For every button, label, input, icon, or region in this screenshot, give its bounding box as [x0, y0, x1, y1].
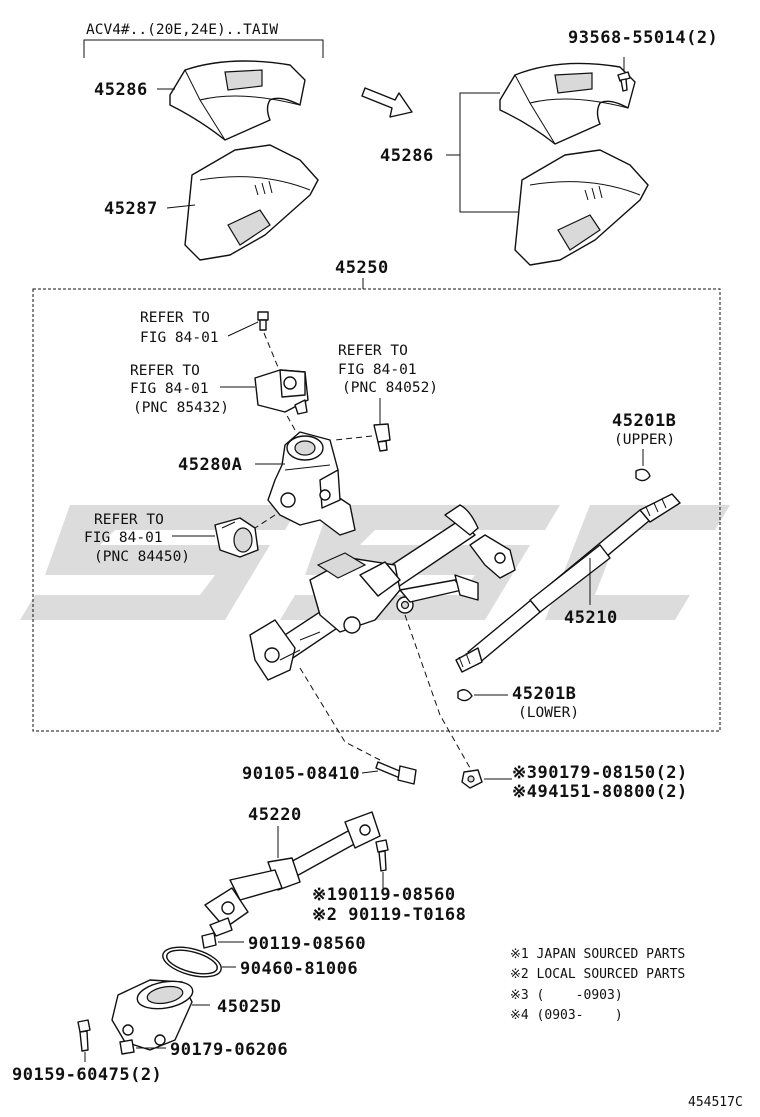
bolt-90119-08560-lower: 90119-08560 [201, 932, 366, 954]
part-number-45287: 45287 [104, 199, 158, 219]
refer-note-4: REFER TO FIG 84-01 (PNC 84450) [84, 512, 259, 565]
assembly-box-45250 [32, 288, 721, 732]
part-number-90179-08150: ※390179-08150(2) [512, 763, 688, 783]
legend-item: ※1 JAPAN SOURCED PARTS [510, 947, 685, 962]
nut-90179-06206: 90179-06206 [119, 1039, 288, 1060]
boot-seal-45025d: 45025D [111, 979, 281, 1051]
header-note: ACV4#..(20E,24E)..TAIW [86, 22, 278, 38]
upper-column-cover-left: 45286 [94, 60, 306, 141]
svg-text:FIG 84-01: FIG 84-01 [130, 381, 209, 397]
upper-note: (UPPER) [614, 432, 675, 448]
svg-text:FIG 84-01: FIG 84-01 [84, 530, 163, 546]
part-number-90179-06206: 90179-06206 [170, 1040, 288, 1060]
svg-text:REFER TO: REFER TO [140, 310, 210, 326]
part-number-45210: 45210 [564, 608, 618, 628]
cover-bracket-right: 45286 [380, 92, 518, 213]
svg-text:(PNC 84450): (PNC 84450) [94, 549, 190, 565]
legend-item: ※2 LOCAL SOURCED PARTS [510, 967, 685, 982]
part-number-90460: 90460-81006 [240, 959, 358, 979]
steering-lock-housing-45280a: 45280A [178, 411, 356, 536]
bolt-90159-60475: 90159-60475(2) [12, 1019, 162, 1085]
steering-intermediate-shaft-45220: 45220 [204, 805, 381, 937]
part-number-93568: 93568-55014(2) [568, 28, 718, 48]
clamp-90460-81006: 90460-81006 [162, 946, 358, 979]
bolt-90119-08560-upper: ※190119-08560 ※2 90119-T0168 [312, 839, 466, 925]
part-number-45201b-upper: 45201B [612, 411, 676, 431]
svg-text:REFER TO: REFER TO [338, 343, 408, 359]
lower-note: (LOWER) [518, 705, 579, 721]
part-number-90119-t0168: ※2 90119-T0168 [312, 905, 466, 925]
part-number-94151: ※494151-80800(2) [512, 782, 688, 802]
svg-text:FIG 84-01: FIG 84-01 [338, 362, 417, 378]
svg-text:FIG 84-01: FIG 84-01 [140, 330, 219, 346]
part-number-45286: 45286 [94, 80, 148, 100]
header-bracket: ACV4#..(20E,24E)..TAIW [83, 22, 324, 58]
part-number-45286-b: 45286 [380, 146, 434, 166]
nut-90179-08150: ※390179-08150(2) ※494151-80800(2) [404, 614, 688, 802]
refer-note-1: REFER TO FIG 84-01 [140, 310, 281, 373]
part-number-90105: 90105-08410 [242, 764, 360, 784]
clip-45201b-upper: 45201B (UPPER) [612, 411, 676, 482]
legend-item: ※3 ( -0903) [510, 988, 623, 1003]
part-number-90119-08560-a: ※190119-08560 [312, 885, 456, 905]
svg-text:REFER TO: REFER TO [130, 363, 200, 379]
intermediate-shaft-45210: 45210 [455, 493, 681, 673]
svg-text:REFER TO: REFER TO [94, 512, 164, 528]
part-number-45220: 45220 [248, 805, 302, 825]
part-number-90159: 90159-60475(2) [12, 1065, 162, 1085]
part-number-90119-08560-b: 90119-08560 [248, 934, 366, 954]
lower-column-cover-right [514, 149, 649, 266]
bolt-90105-08410: 90105-08410 [242, 667, 417, 785]
part-number-45250: 45250 [335, 258, 389, 278]
upper-column-cover-right [499, 62, 636, 145]
legend-item: ※4 (0903- ) [510, 1008, 623, 1023]
svg-text:(PNC 85432): (PNC 85432) [133, 400, 229, 416]
arrow-right-icon [361, 87, 413, 118]
lower-column-cover-left: 45287 [104, 144, 319, 261]
source-legend: ※1 JAPAN SOURCED PARTS ※2 LOCAL SOURCED … [510, 947, 685, 1023]
refer-note-3: REFER TO FIG 84-01 (PNC 84052) [334, 343, 438, 452]
part-number-45201b-lower: 45201B [512, 684, 576, 704]
screw-93568: 93568-55014(2) [568, 28, 718, 92]
figure-code: 454517C [688, 1095, 743, 1110]
svg-text:(PNC 84052): (PNC 84052) [342, 380, 438, 396]
part-number-45025d: 45025D [217, 997, 281, 1017]
refer-note-2: REFER TO FIG 84-01 (PNC 85432) [130, 363, 309, 416]
clip-45201b-lower: 45201B (LOWER) [457, 684, 579, 721]
part-number-45280a: 45280A [178, 455, 242, 475]
steering-column-assembly [249, 504, 516, 681]
